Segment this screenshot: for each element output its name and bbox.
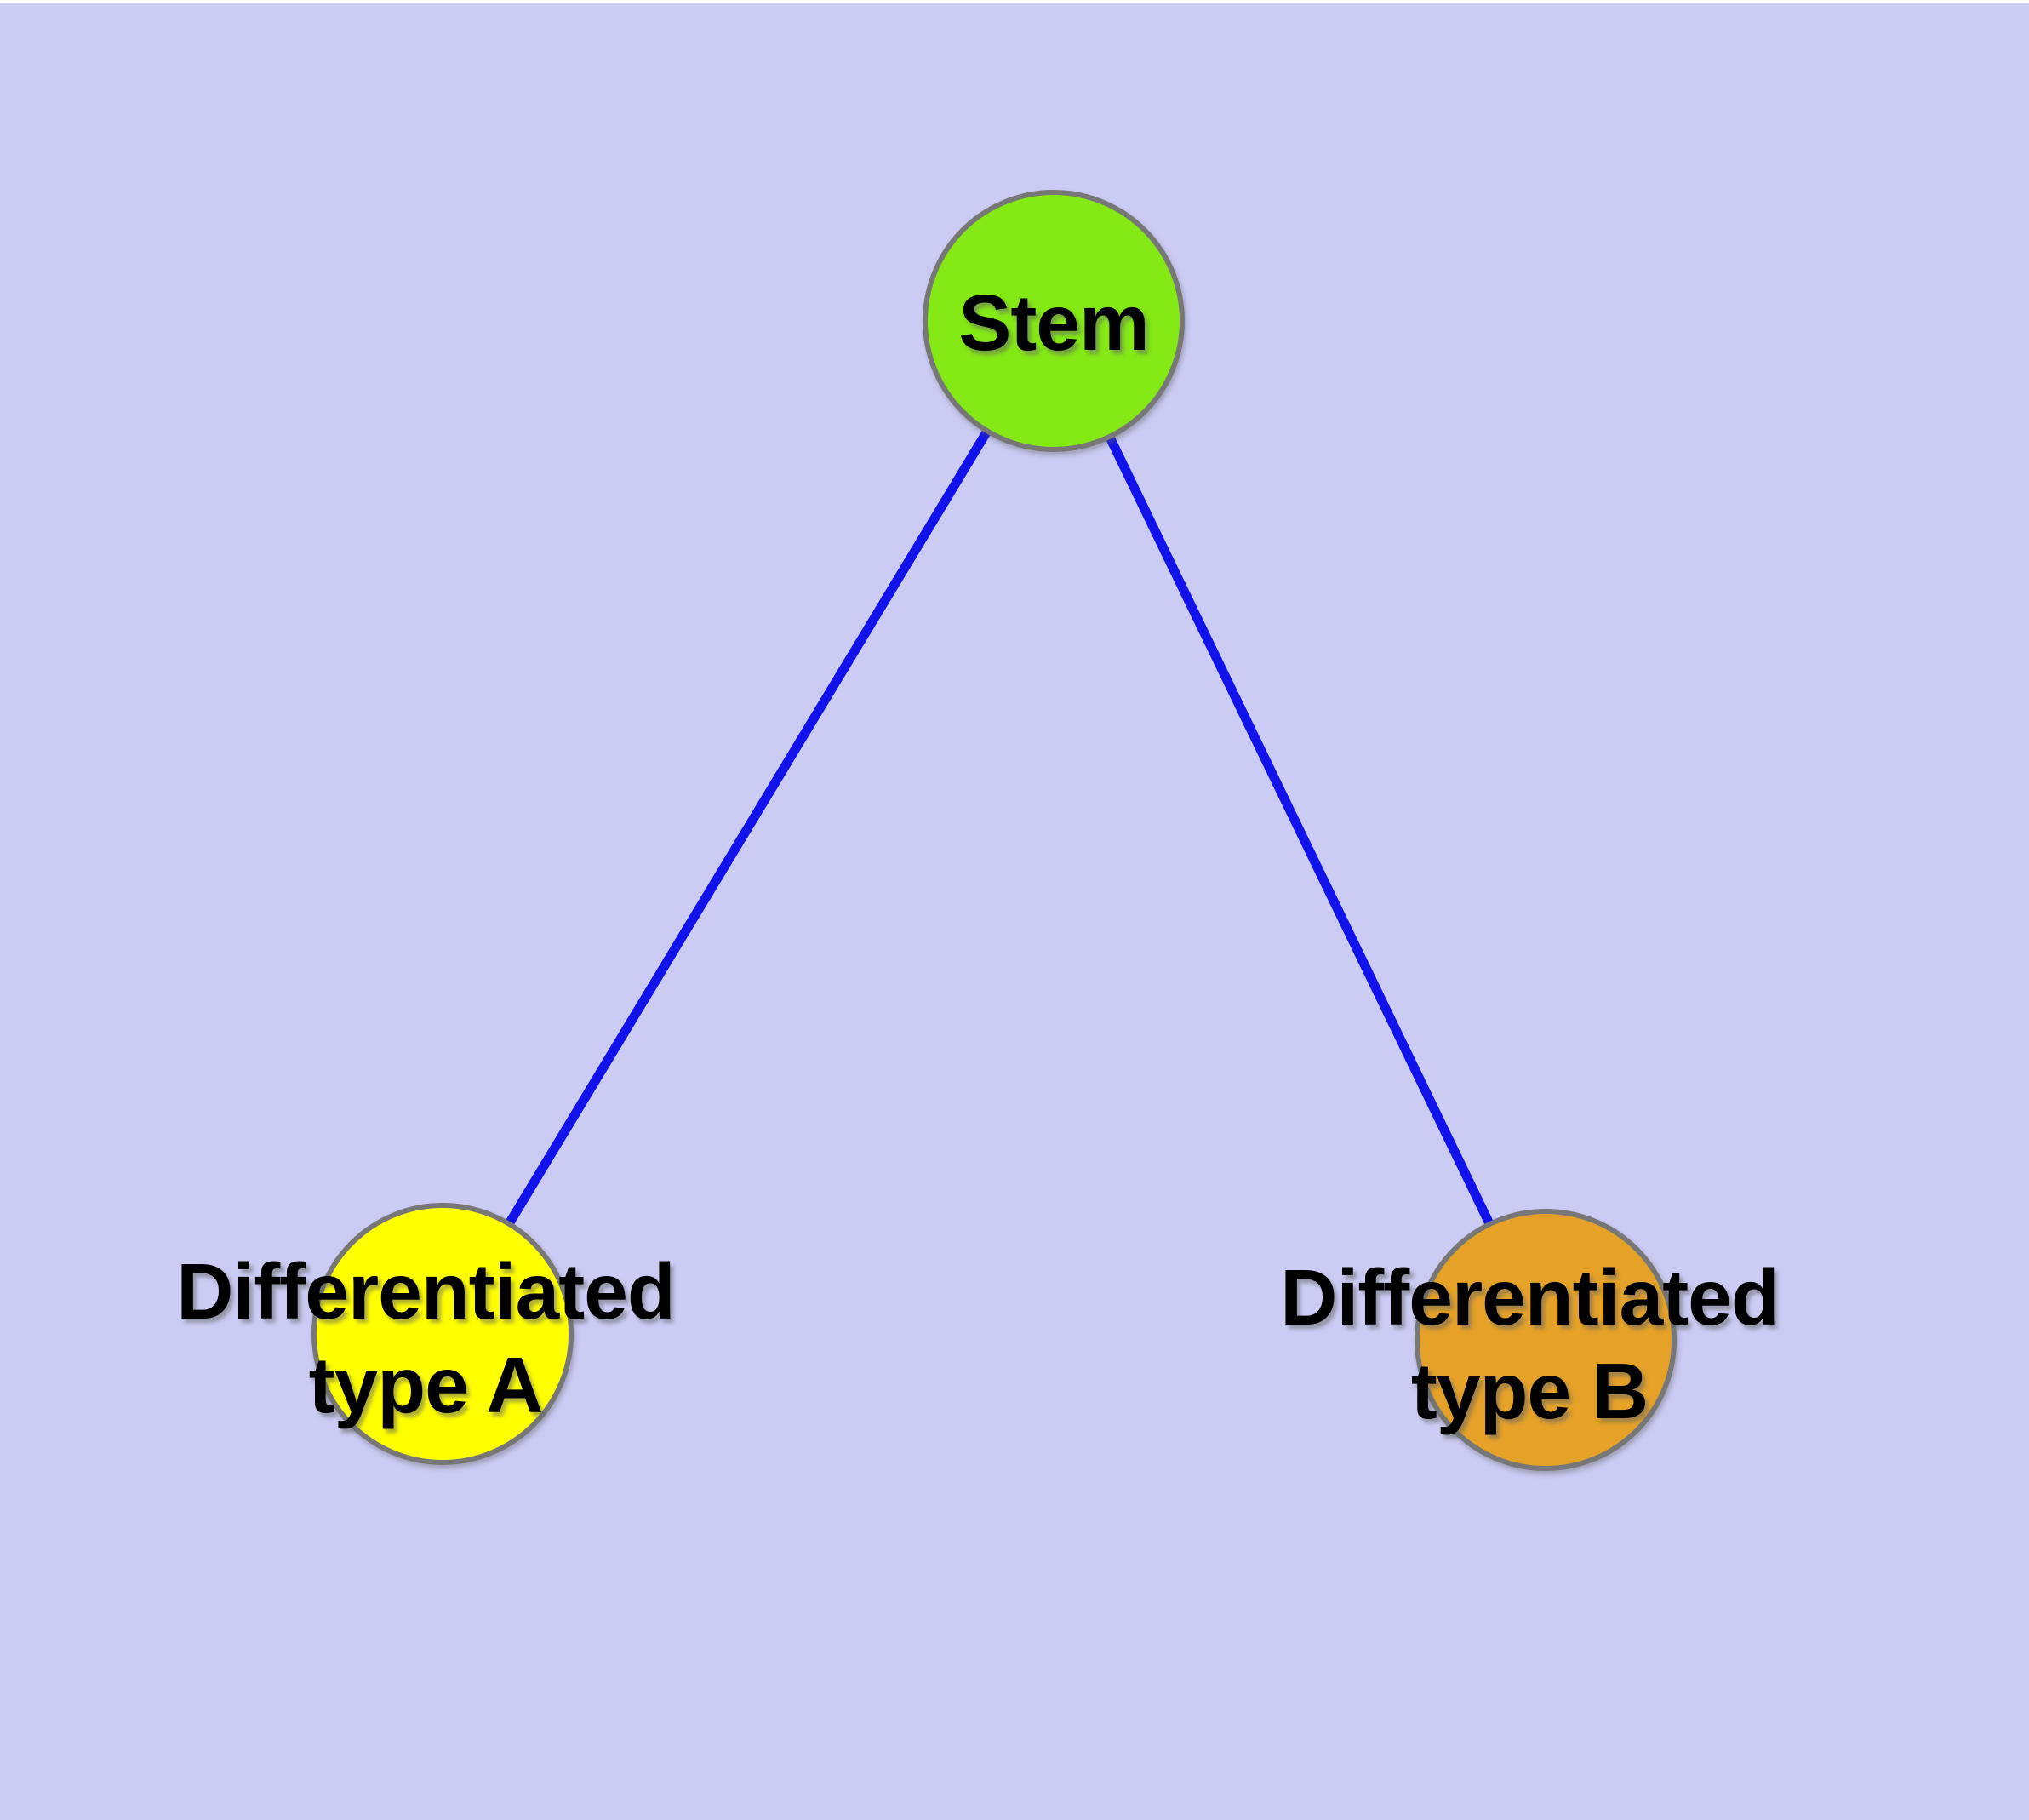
edge-stem-to-type-a: [437, 316, 1059, 1339]
node-differentiated-type-a: [311, 1203, 574, 1465]
node-differentiated-type-b: [1415, 1209, 1677, 1471]
node-stem: [923, 190, 1185, 452]
graph-svg: [311, 190, 1677, 1471]
edge-stem-to-type-b: [1049, 316, 1551, 1345]
